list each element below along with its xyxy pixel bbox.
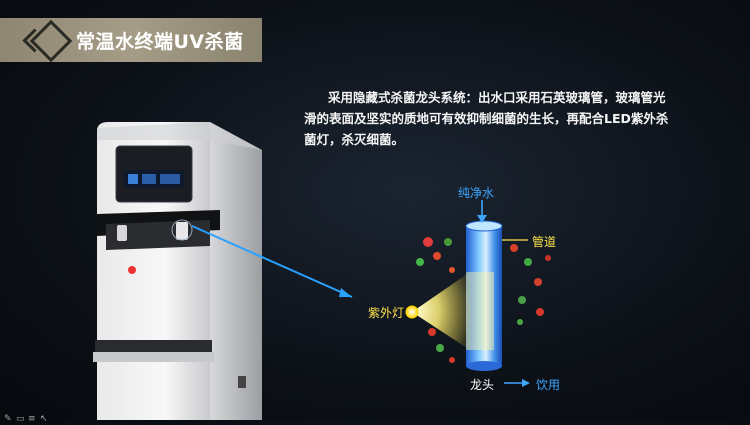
pointer-icon[interactable]: ↖ <box>40 414 48 424</box>
label-uv-lamp: 紫外灯 <box>368 306 405 320</box>
pointer-line <box>191 225 353 298</box>
pen-icon[interactable]: ✎ <box>4 414 12 424</box>
label-pipe: 管道 <box>532 235 557 249</box>
slide-title: 常温水终端UV杀菌 <box>76 31 244 53</box>
uv-light-beam <box>405 272 494 350</box>
description-text: 采用隐藏式杀菌龙头系统：出水口采用石英玻璃管，玻璃管光滑的表面及坚实的质地可有效… <box>304 90 669 147</box>
flow-arrows <box>477 200 530 387</box>
uv-lamp-icon <box>405 305 419 319</box>
bacteria-particles <box>416 237 551 363</box>
label-pure-water: 纯净水 <box>458 186 495 200</box>
menu-icon[interactable]: ≡ <box>28 414 36 424</box>
quartz-pipe <box>465 220 528 371</box>
faucet-tap <box>176 222 188 240</box>
down-arrow-icon <box>477 215 487 223</box>
label-faucet: 龙头 <box>470 378 495 392</box>
right-arrow-icon <box>522 379 530 387</box>
slides-icon[interactable]: ▭ <box>16 414 25 424</box>
presentation-toolbar: ✎ ▭≡ ↖ <box>4 406 52 424</box>
label-drink: 饮用 <box>536 378 561 392</box>
water-dispenser <box>93 122 262 420</box>
slide-header: 常温水终端UV杀菌 <box>0 18 262 63</box>
